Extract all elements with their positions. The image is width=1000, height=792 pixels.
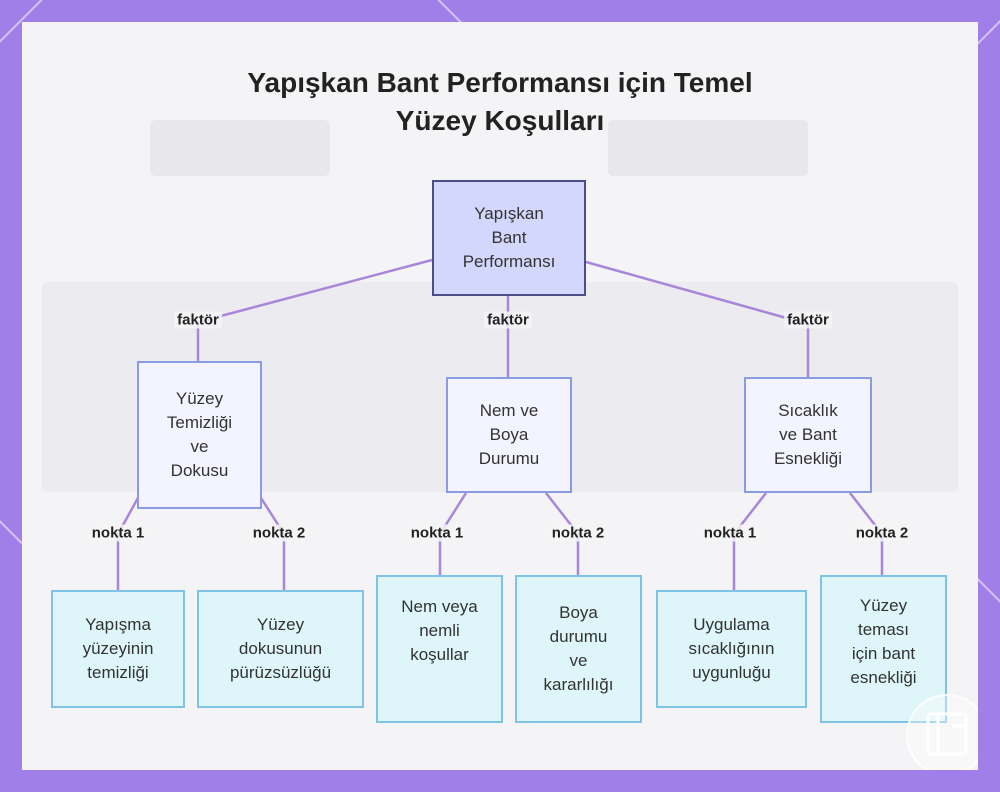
background-ghost [150,120,330,176]
node-moisture: Nem ve Boya Durumu [446,377,572,493]
node-leaf-clean-label: Yapışma yüzeyinin temizliği [82,615,154,682]
node-leaf-paint-label: Boya durumu ve kararlılığı [543,603,614,694]
node-root-label: Yapışkan Bant Performansı [462,204,556,271]
edge-label-point: nokta 2 [249,524,309,542]
node-leaf-clean: Yapışma yüzeyinin temizliği [51,590,185,708]
node-leaf-humid: Nem veya nemli koşullar [376,575,503,723]
node-leaf-flex-label: Yüzey teması için bant esnekliği [850,596,917,687]
node-surface-label: Yüzey Temizliği ve Dokusu [166,389,233,480]
node-leaf-temp: Uygulama sıcaklığının uygunluğu [656,590,807,708]
edge-label-point: nokta 1 [700,524,760,542]
node-temperature-label: Sıcaklık ve Bant Esnekliği [773,401,843,468]
node-surface: Yüzey Temizliği ve Dokusu [137,361,262,509]
edge-label-point: nokta 1 [88,524,148,542]
edge-label-factor: faktör [784,311,832,329]
diagram-title: Yapışkan Bant Performansı için Temel Yüz… [22,64,978,140]
link-temp-temp [732,492,767,590]
edge-label-factor: faktör [174,311,222,329]
node-leaf-texture: Yüzey dokusunun pürüzsüzlüğü [197,590,364,708]
watermark-logo-icon [906,694,978,770]
node-leaf-humid-label: Nem veya nemli koşullar [401,597,478,664]
node-leaf-paint: Boya durumu ve kararlılığı [515,575,642,723]
link-root-surface [196,258,433,361]
node-leaf-temp-label: Uygulama sıcaklığının uygunluğu [688,615,775,682]
node-moisture-label: Nem ve Boya Durumu [478,401,540,468]
title-line-1: Yapışkan Bant Performansı için Temel [247,67,753,98]
node-leaf-texture-label: Yüzey dokusunun pürüzsüzlüğü [229,615,332,682]
diagram-card: Yapışkan Bant Performansı için Temel Yüz… [22,22,978,770]
title-line-2: Yüzey Koşulları [395,105,605,136]
edge-label-point: nokta 2 [548,524,608,542]
edge-label-point: nokta 2 [852,524,912,542]
link-root-temperature [585,260,810,377]
background-ghost [608,120,808,176]
node-temperature: Sıcaklık ve Bant Esnekliği [744,377,872,493]
edge-label-point: nokta 1 [407,524,467,542]
node-root: Yapışkan Bant Performansı [432,180,586,296]
edge-label-factor: faktör [484,311,532,329]
